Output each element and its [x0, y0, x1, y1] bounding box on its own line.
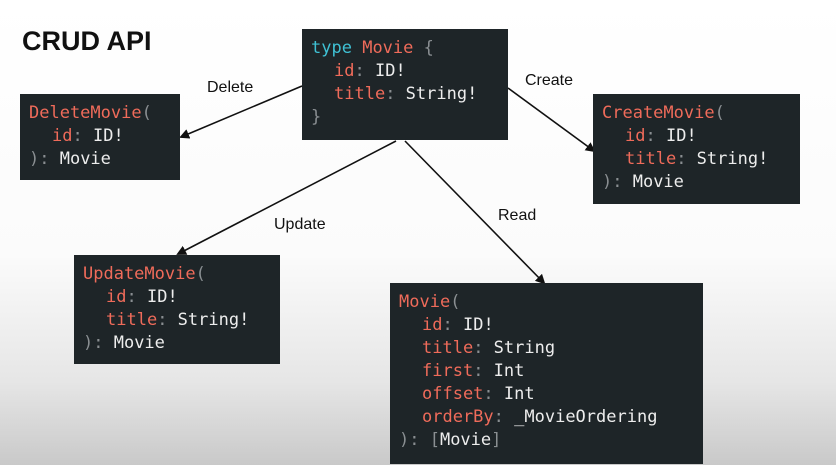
create-arrow: [507, 87, 596, 153]
field-name: title: [334, 84, 386, 104]
create-edge-label: Create: [525, 72, 574, 89]
field-name: offset: [422, 384, 484, 404]
field-type: Int: [503, 384, 535, 404]
field-type: String!: [696, 149, 769, 169]
delete-movie-box: DeleteMovie( id: ID! ): Movie: [20, 94, 180, 180]
type-keyword: type: [311, 38, 352, 58]
field-name: id: [625, 126, 646, 146]
query-name: Movie: [399, 292, 451, 312]
movie-type-box: type Movie { id: ID! title: String! }: [302, 29, 508, 140]
field-name: title: [106, 310, 158, 330]
read-arrow: [404, 140, 546, 285]
field-name: orderBy: [422, 407, 494, 427]
field-type: String: [493, 338, 556, 358]
update-arrow: [176, 140, 397, 255]
field-name: id: [106, 287, 127, 307]
read-movie-box: Movie( id: ID! title: String first: Int …: [390, 283, 703, 464]
field-name: title: [625, 149, 677, 169]
mutation-name: UpdateMovie: [83, 264, 196, 284]
delete-edge-label: Delete: [207, 79, 254, 96]
mutation-name: DeleteMovie: [29, 103, 142, 123]
field-type: _MovieOrdering: [514, 407, 658, 427]
update-edge-label: Update: [274, 216, 326, 233]
type-name: Movie: [362, 38, 414, 58]
field-type: String!: [405, 84, 478, 104]
field-type: ID!: [462, 315, 494, 335]
field-name: title: [422, 338, 474, 358]
slide-title: CRUD API: [22, 26, 152, 56]
field-type: String!: [177, 310, 250, 330]
field-type: ID!: [665, 126, 697, 146]
mutation-name: CreateMovie: [602, 103, 715, 123]
delete-arrow: [179, 85, 303, 139]
field-name: id: [52, 126, 73, 146]
return-type: Movie: [632, 172, 684, 192]
return-type: Movie: [113, 333, 165, 353]
field-type: Int: [493, 361, 525, 381]
field-name: id: [422, 315, 443, 335]
open-brace: {: [423, 38, 434, 58]
update-movie-box: UpdateMovie( id: ID! title: String! ): M…: [74, 255, 280, 364]
field-type: ID!: [92, 126, 124, 146]
create-movie-box: CreateMovie( id: ID! title: String! ): M…: [593, 94, 800, 204]
read-edge-label: Read: [498, 207, 537, 224]
close-brace: }: [311, 107, 322, 127]
field-type: ID!: [374, 61, 406, 81]
return-type: Movie: [439, 430, 492, 450]
field-name: first: [422, 361, 474, 381]
field-type: ID!: [146, 287, 178, 307]
field-name: id: [334, 61, 355, 81]
return-type: Movie: [59, 149, 111, 169]
